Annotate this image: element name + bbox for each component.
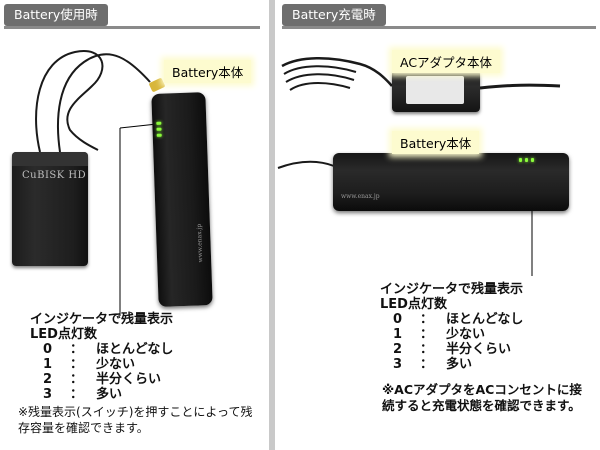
battery-body-callout: Battery本体 bbox=[164, 60, 252, 83]
adapter-label-sticker bbox=[406, 76, 464, 104]
panel-divider bbox=[269, 0, 275, 450]
legend-row: 1：少ない bbox=[42, 357, 136, 372]
legend-row: 1：少ない bbox=[392, 327, 486, 342]
legend-row: 2：半分くらい bbox=[392, 342, 512, 357]
tab-underline bbox=[282, 26, 596, 29]
battery-print: www.enax.jp bbox=[195, 223, 205, 263]
indicator-subtitle: LED点灯数 bbox=[380, 297, 447, 312]
led-2 bbox=[156, 127, 162, 131]
panel-battery-in-use: Battery使用時 CuBISK HD www.enax.jp Battery… bbox=[0, 0, 268, 450]
legend-row: 3：多い bbox=[42, 387, 123, 402]
battery-body-callout-charging: Battery本体 bbox=[392, 131, 480, 154]
legend-row: 2：半分くらい bbox=[42, 372, 162, 387]
indicator-title: インジケータで残量表示 bbox=[380, 282, 524, 297]
tab-underline bbox=[4, 26, 260, 29]
charging-note: ※ACアダプタをACコンセントに接続すると充電状態を確認できます。 bbox=[382, 382, 582, 413]
ac-adapter-callout: ACアダプタ本体 bbox=[392, 50, 501, 73]
indicator-legend: インジケータで残量表示 LED点灯数 0：ほとんどなし 1：少ない 2：半分くら… bbox=[30, 312, 173, 402]
ac-adapter-device bbox=[392, 70, 480, 112]
hdd-top bbox=[12, 152, 88, 166]
led-indicator bbox=[156, 121, 162, 137]
tab-battery-in-use: Battery使用時 bbox=[4, 4, 108, 26]
legend-row: 3：多い bbox=[392, 357, 473, 372]
tab-battery-charging: Battery充電時 bbox=[282, 4, 386, 26]
legend-row: 0：ほとんどなし bbox=[392, 312, 524, 327]
led-3 bbox=[531, 158, 534, 162]
cable-lines bbox=[35, 50, 158, 316]
battery-print: www.enax.jp bbox=[341, 193, 380, 200]
usage-note: ※残量表示(スイッチ)を押すことによって残存容量を確認できます。 bbox=[18, 405, 253, 435]
indicator-title: インジケータで残量表示 bbox=[30, 312, 174, 327]
hdd-device: CuBISK HD bbox=[12, 152, 88, 266]
battery-device-vertical: www.enax.jp bbox=[151, 92, 213, 307]
battery-device-horizontal: www.enax.jp bbox=[333, 153, 569, 211]
legend-row: 0：ほとんどなし bbox=[42, 342, 174, 357]
indicator-subtitle: LED点灯数 bbox=[30, 327, 97, 342]
indicator-legend-charging: インジケータで残量表示 LED点灯数 0：ほとんどなし 1：少ない 2：半分くら… bbox=[380, 282, 523, 372]
led-1 bbox=[156, 121, 162, 125]
led-3 bbox=[156, 133, 162, 137]
led-1 bbox=[519, 158, 522, 162]
led-2 bbox=[525, 158, 528, 162]
hdd-brand-label: CuBISK HD bbox=[22, 170, 87, 181]
led-indicator-charging bbox=[519, 158, 534, 162]
